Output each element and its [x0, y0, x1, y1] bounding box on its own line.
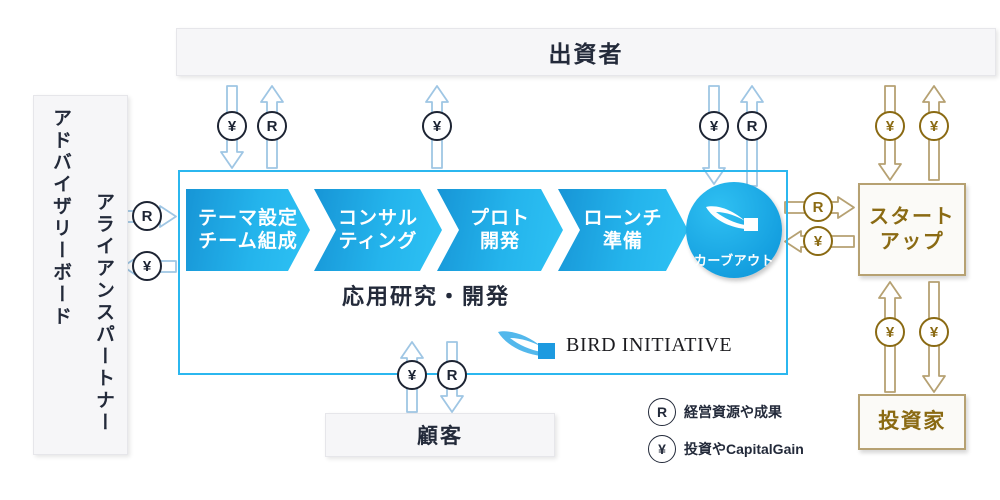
- bird-initiative-mark-icon: [498, 331, 555, 359]
- badge-top-right-yen: ¥: [699, 111, 729, 141]
- process-step-launch-prep[interactable]: ローンチ 準備: [558, 189, 688, 271]
- step0-line2: チーム組成: [198, 231, 298, 252]
- process-step-theme-team[interactable]: テーマ設定 チーム組成: [186, 189, 310, 271]
- badge-carveout-in-yen: ¥: [803, 226, 833, 256]
- step2-line1: プロト: [469, 207, 530, 229]
- step2-line2: 開発: [479, 231, 520, 252]
- legend-text-r: 経営資源や成果: [684, 404, 782, 420]
- badge-top-left-r: R: [257, 111, 287, 141]
- funders-bar: 出資者: [176, 28, 996, 76]
- carveout-label: カーブアウト: [693, 253, 775, 268]
- step1-line1: コンサル: [337, 207, 418, 229]
- customer-box: 顧客: [325, 413, 555, 457]
- advisory-board-panel: [33, 95, 128, 455]
- carveout-node[interactable]: カーブアウト: [686, 182, 782, 278]
- startup-line2: アップ: [879, 230, 945, 253]
- alliance-partner-label: アライアンスパートナー: [93, 192, 114, 434]
- badge-top-mid-yen: ¥: [422, 111, 452, 141]
- investor-box: 投資家: [858, 394, 966, 450]
- advisory-board-label: アドバイザリーボード: [50, 108, 71, 328]
- step0-line1: テーマ設定: [197, 207, 298, 229]
- badge-left-in-r: R: [132, 201, 162, 231]
- rnd-caption: 応用研究・開発: [342, 284, 511, 309]
- badge-startup-inv-yen-a: ¥: [875, 317, 905, 347]
- step3-line1: ローンチ: [583, 207, 663, 229]
- step3-line2: 準備: [602, 231, 643, 252]
- bird-swoosh-icon: [706, 206, 758, 231]
- badge-bottom-r: R: [437, 360, 467, 390]
- badge-far-right-yen-b: ¥: [919, 111, 949, 141]
- bird-initiative-wordmark: BIRD INITIATIVE: [566, 333, 733, 356]
- legend-item-r: R 経営資源や成果: [648, 398, 848, 426]
- badge-far-right-yen-a: ¥: [875, 111, 905, 141]
- badge-top-left-yen: ¥: [217, 111, 247, 141]
- bird-initiative-logo: BIRD INITIATIVE: [497, 325, 732, 365]
- badge-bottom-yen: ¥: [397, 360, 427, 390]
- badge-top-right-r: R: [737, 111, 767, 141]
- legend: R 経営資源や成果 ¥ 投資やCapitalGain: [648, 398, 848, 472]
- legend-item-yen: ¥ 投資やCapitalGain: [648, 435, 848, 463]
- startup-box: スタート アップ: [858, 183, 966, 276]
- step1-line2: ティング: [338, 231, 418, 252]
- badge-startup-inv-yen-b: ¥: [919, 317, 949, 347]
- badge-carveout-out-r: R: [803, 192, 833, 222]
- process-container: [178, 170, 788, 375]
- badge-left-out-yen: ¥: [132, 251, 162, 281]
- startup-line1: スタート: [869, 205, 955, 228]
- legend-badge-r: R: [648, 398, 676, 426]
- legend-text-yen: 投資やCapitalGain: [684, 441, 804, 457]
- legend-badge-yen: ¥: [648, 435, 676, 463]
